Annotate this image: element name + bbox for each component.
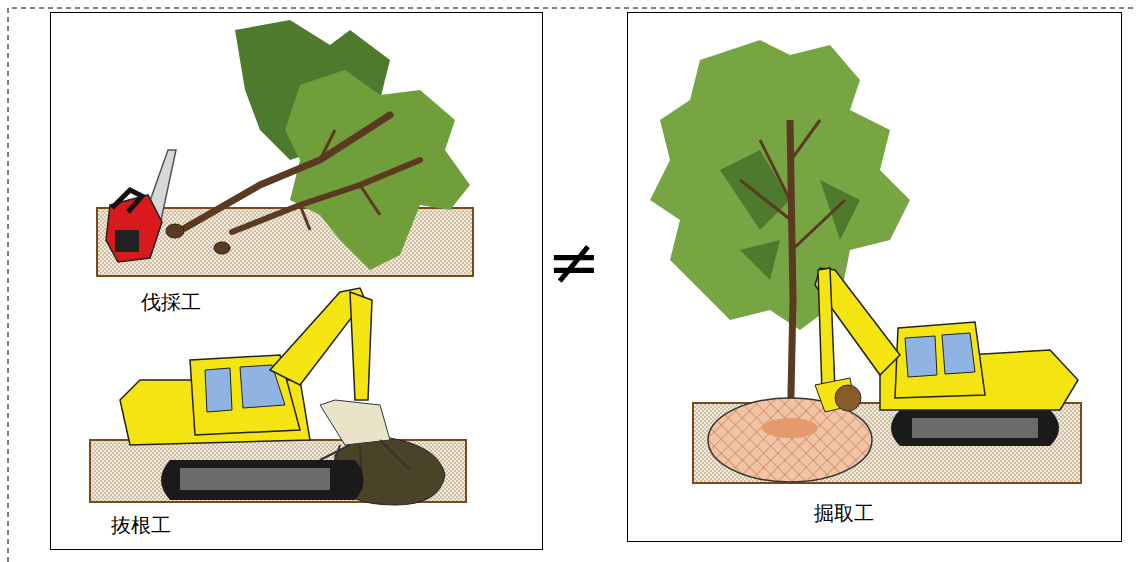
panel-box: 掘取工 — [627, 12, 1122, 542]
work-label: 伐採工 — [141, 292, 201, 312]
root-pulling-illustration — [90, 288, 466, 505]
felling-illustration — [97, 20, 473, 276]
dashed-frame — [8, 8, 1137, 562]
dig-up-illustration — [650, 40, 1081, 483]
work-label: 掘取工 — [814, 503, 874, 523]
panel-box: 伐採工抜根工 — [50, 12, 543, 550]
work-label: 抜根工 — [111, 515, 171, 535]
not-equal-sign: ≠ — [547, 230, 601, 294]
